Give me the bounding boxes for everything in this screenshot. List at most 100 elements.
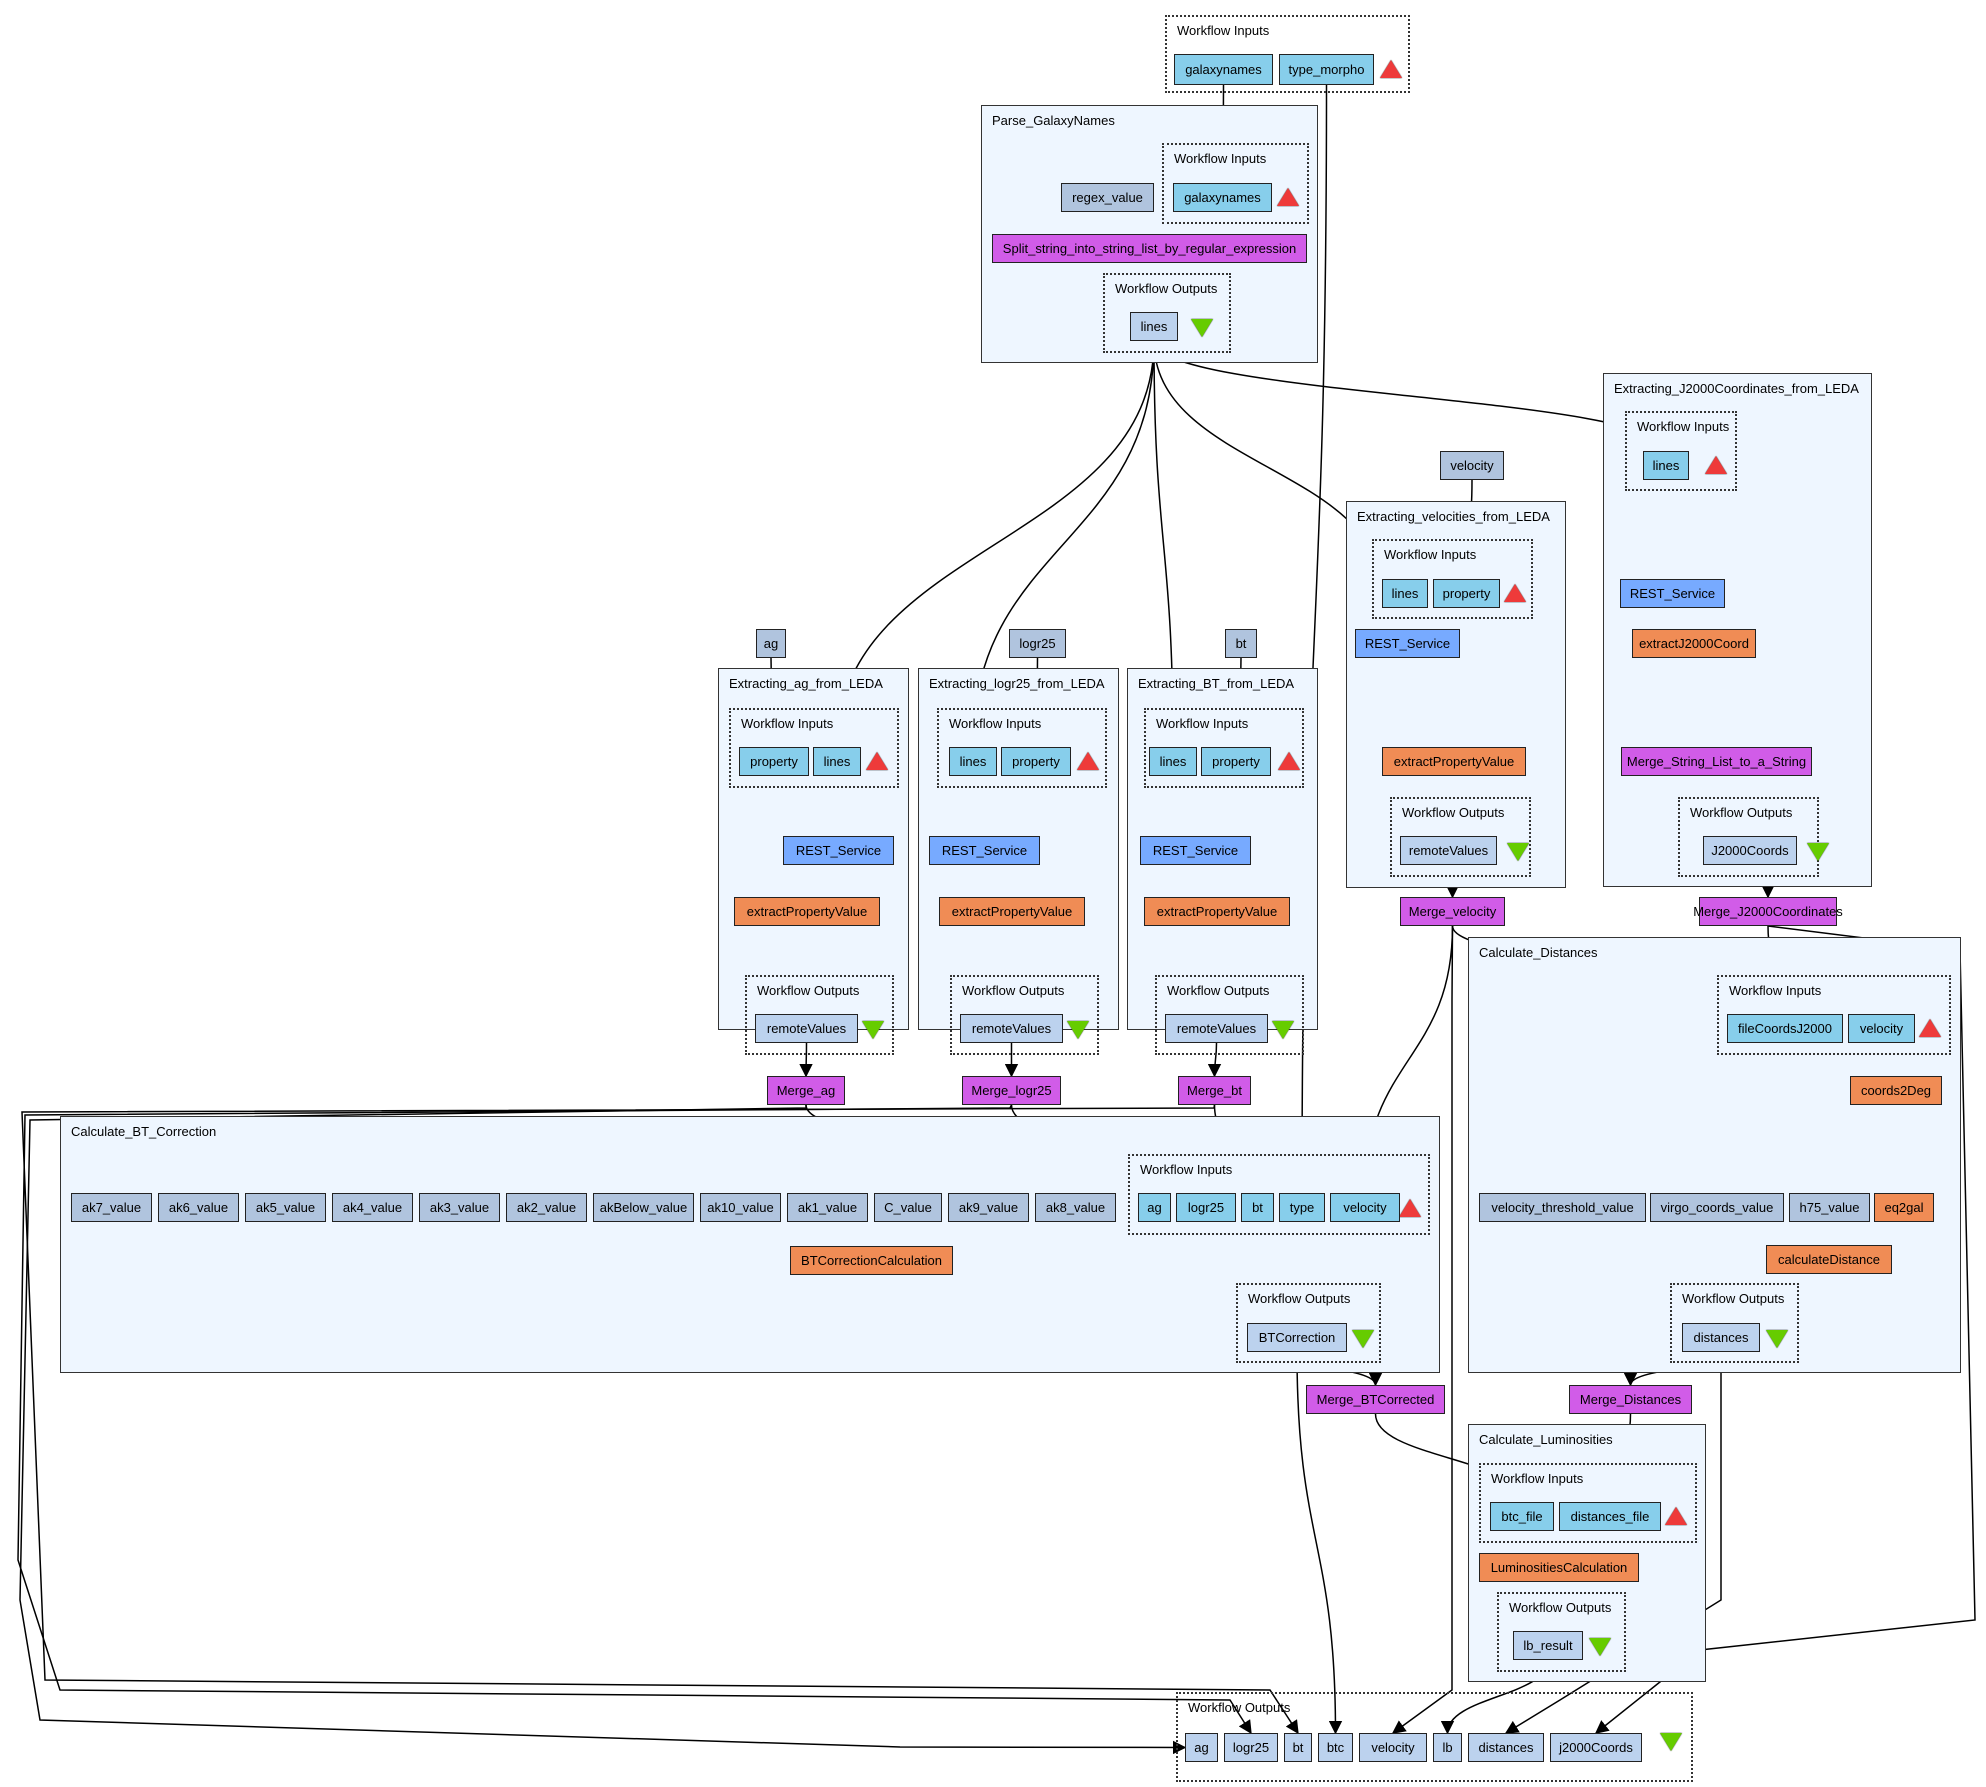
merge-ag-node[interactable]: Merge_ag xyxy=(767,1076,845,1105)
regex-value-node[interactable]: regex_value xyxy=(1061,183,1154,212)
calculate-distance-node[interactable]: calculateDistance xyxy=(1766,1245,1892,1274)
ag-workflow-outputs: Workflow Outputs xyxy=(745,975,894,1055)
final-output-velocity[interactable]: velocity xyxy=(1359,1733,1427,1762)
merge-velocity-node[interactable]: Merge_velocity xyxy=(1400,897,1505,926)
velocities-extract-property-value[interactable]: extractPropertyValue xyxy=(1382,747,1526,776)
input-type-morpho[interactable]: type_morpho xyxy=(1279,54,1374,85)
logr25-input-lines[interactable]: lines xyxy=(949,747,997,776)
bt-correction-input-type[interactable]: type xyxy=(1279,1193,1325,1222)
distances-output[interactable]: distances xyxy=(1682,1323,1760,1352)
final-output-ag[interactable]: ag xyxy=(1185,1733,1218,1762)
cluster-title: Extracting_ag_from_LEDA xyxy=(729,676,883,691)
bt-constant-ak9-value[interactable]: ak9_value xyxy=(948,1193,1029,1222)
output-marker-icon xyxy=(1352,1330,1374,1348)
velocities-workflow-inputs: Workflow Inputs xyxy=(1372,539,1533,619)
coords2deg-node[interactable]: coords2Deg xyxy=(1850,1076,1942,1105)
bt-rest-service[interactable]: REST_Service xyxy=(1140,836,1251,865)
extract-j2000-coord-node[interactable]: extractJ2000Coord xyxy=(1632,629,1756,658)
bt-input-lines[interactable]: lines xyxy=(1149,747,1197,776)
bt-correction-calculation-node[interactable]: BTCorrectionCalculation xyxy=(790,1246,953,1275)
lum-input-btc-file[interactable]: btc_file xyxy=(1490,1502,1554,1531)
bt-correction-input-velocity[interactable]: velocity xyxy=(1330,1193,1400,1222)
merge-logr25-node[interactable]: Merge_logr25 xyxy=(962,1076,1061,1105)
bt-constant-ak4-value[interactable]: ak4_value xyxy=(332,1193,413,1222)
input-marker-icon xyxy=(866,752,888,770)
output-marker-icon xyxy=(1766,1330,1788,1348)
bt-constant-ak10-value[interactable]: ak10_value xyxy=(700,1193,781,1222)
logr25-constant-node[interactable]: logr25 xyxy=(1009,629,1066,658)
input-galaxynames[interactable]: galaxynames xyxy=(1174,54,1273,85)
ag-input-lines[interactable]: lines xyxy=(813,747,861,776)
final-output-btc[interactable]: btc xyxy=(1318,1733,1353,1762)
velocity-threshold-value-node[interactable]: velocity_threshold_value xyxy=(1479,1193,1646,1222)
luminosities-calculation-node[interactable]: LuminositiesCalculation xyxy=(1479,1553,1639,1582)
bt-constant-ak5-value[interactable]: ak5_value xyxy=(245,1193,326,1222)
lum-input-distances-file[interactable]: distances_file xyxy=(1559,1502,1661,1531)
bt-constant-ak2-value[interactable]: ak2_value xyxy=(506,1193,587,1222)
parse-output-lines[interactable]: lines xyxy=(1130,312,1178,341)
bt-constant-ak7-value[interactable]: ak7_value xyxy=(71,1193,152,1222)
bt-correction-input-ag[interactable]: ag xyxy=(1138,1193,1171,1222)
final-output-logr25[interactable]: logr25 xyxy=(1224,1733,1278,1762)
velocities-output-remote-values[interactable]: remoteValues xyxy=(1400,836,1497,865)
workflow-outputs-title: Workflow Outputs xyxy=(962,983,1065,998)
ag-input-property[interactable]: property xyxy=(739,747,809,776)
bt-constant-ak6-value[interactable]: ak6_value xyxy=(158,1193,239,1222)
logr25-input-property[interactable]: property xyxy=(1001,747,1071,776)
h75-value-node[interactable]: h75_value xyxy=(1789,1193,1870,1222)
bt-constant-node[interactable]: bt xyxy=(1225,629,1257,658)
bt-constant-c-value[interactable]: C_value xyxy=(874,1193,942,1222)
merge-string-list-node[interactable]: Merge_String_List_to_a_String xyxy=(1621,747,1812,776)
velocities-rest-service[interactable]: REST_Service xyxy=(1355,629,1460,658)
parse-workflow-outputs: Workflow Outputs xyxy=(1103,273,1231,353)
bt-workflow-outputs: Workflow Outputs xyxy=(1155,975,1304,1055)
velocity-constant-node[interactable]: velocity xyxy=(1440,451,1504,480)
final-output-bt[interactable]: bt xyxy=(1284,1733,1312,1762)
eq2gal-node[interactable]: eq2gal xyxy=(1874,1193,1934,1222)
merge-bt-node[interactable]: Merge_bt xyxy=(1178,1076,1251,1105)
input-marker-icon xyxy=(1504,584,1526,602)
bt-extract-property-value[interactable]: extractPropertyValue xyxy=(1144,897,1290,926)
merge-distances-node[interactable]: Merge_Distances xyxy=(1569,1385,1692,1414)
bt-correction-input-logr25[interactable]: logr25 xyxy=(1176,1193,1236,1222)
bt-correction-output[interactable]: BTCorrection xyxy=(1247,1323,1347,1352)
merge-btcorrected-node[interactable]: Merge_BTCorrected xyxy=(1306,1385,1445,1414)
final-output-distances[interactable]: distances xyxy=(1468,1733,1544,1762)
ag-output-remote-values[interactable]: remoteValues xyxy=(755,1014,858,1043)
bt-constant-ak3-value[interactable]: ak3_value xyxy=(419,1193,500,1222)
final-output-j2000coords[interactable]: j2000Coords xyxy=(1550,1733,1642,1762)
bt-output-remote-values[interactable]: remoteValues xyxy=(1165,1014,1268,1043)
ag-extract-property-value[interactable]: extractPropertyValue xyxy=(734,897,880,926)
bt-constant-ak1-value[interactable]: ak1_value xyxy=(787,1193,868,1222)
bt-constant-akbelow-value[interactable]: akBelow_value xyxy=(593,1193,694,1222)
j2000-output-coords[interactable]: J2000Coords xyxy=(1703,836,1797,865)
output-marker-icon xyxy=(862,1021,884,1039)
final-output-lb[interactable]: lb xyxy=(1433,1733,1462,1762)
bt-input-property[interactable]: property xyxy=(1201,747,1271,776)
j2000-input-lines[interactable]: lines xyxy=(1643,451,1689,480)
ag-constant-node[interactable]: ag xyxy=(756,629,786,658)
split-string-node[interactable]: Split_string_into_string_list_by_regular… xyxy=(992,234,1307,263)
logr25-extract-property-value[interactable]: extractPropertyValue xyxy=(939,897,1085,926)
lb-result-output[interactable]: lb_result xyxy=(1513,1631,1583,1660)
cluster-title: Extracting_J2000Coordinates_from_LEDA xyxy=(1614,381,1859,396)
input-marker-icon xyxy=(1077,752,1099,770)
workflow-inputs-title: Workflow Inputs xyxy=(1156,716,1249,731)
velocities-input-property[interactable]: property xyxy=(1433,579,1500,608)
cluster-calculate-distances: Calculate_Distances xyxy=(1468,937,1961,1373)
input-marker-icon xyxy=(1665,1507,1687,1525)
parse-input-galaxynames[interactable]: galaxynames xyxy=(1173,183,1272,212)
cluster-title: Calculate_Luminosities xyxy=(1479,1432,1613,1447)
velocities-input-lines[interactable]: lines xyxy=(1382,579,1428,608)
ag-rest-service[interactable]: REST_Service xyxy=(783,836,894,865)
bt-correction-input-bt[interactable]: bt xyxy=(1241,1193,1274,1222)
merge-j2000-coordinates-node[interactable]: Merge_J2000Coordinates xyxy=(1693,897,1843,926)
bt-constant-ak8-value[interactable]: ak8_value xyxy=(1035,1193,1116,1222)
distances-input-filecoordsj2000[interactable]: fileCoordsJ2000 xyxy=(1727,1014,1843,1043)
top-workflow-inputs-title: Workflow Inputs xyxy=(1177,23,1270,38)
virgo-coords-value-node[interactable]: virgo_coords_value xyxy=(1650,1193,1784,1222)
distances-input-velocity[interactable]: velocity xyxy=(1848,1014,1915,1043)
logr25-output-remote-values[interactable]: remoteValues xyxy=(960,1014,1063,1043)
j2000-rest-service[interactable]: REST_Service xyxy=(1620,579,1725,608)
logr25-rest-service[interactable]: REST_Service xyxy=(929,836,1040,865)
